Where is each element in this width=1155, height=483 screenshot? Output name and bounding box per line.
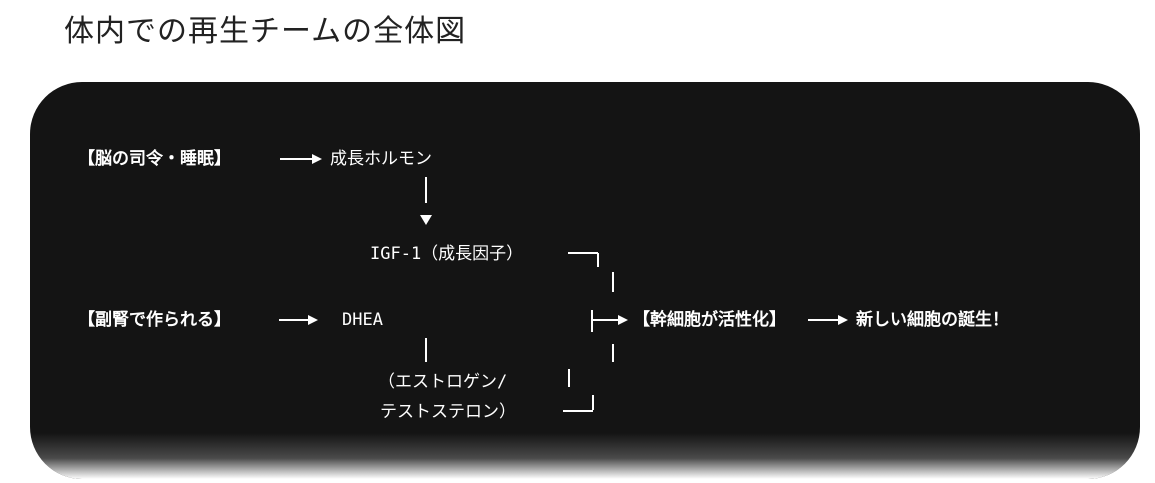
node-testosterone: テストステロン） [380,402,516,422]
arrowhead-brain [312,154,322,164]
arrowhead-adrenal [308,315,318,325]
node-adrenal: 【副腎で作られる】 [78,310,231,330]
node-brain-command: 【脳の司令・睡眠】 [78,149,231,169]
node-stem-cell: 【幹細胞が活性化】 [633,310,786,330]
node-new-cell: 新しい細胞の誕生！ [856,310,1009,330]
arrowhead-new-cell [838,315,848,325]
node-igf-1: IGF-1（成長因子） [370,244,524,264]
node-growth-hormone: 成長ホルモン [330,149,432,169]
page-title: 体内での再生チームの全体図 [64,14,467,49]
node-estrogen: （エストロゲン/ [378,372,508,392]
diagram-card: 【脳の司令・睡眠】 成長ホルモン IGF-1（成長因子） 【副腎で作られる】 D… [30,82,1140,479]
node-dhea: DHEA [342,310,383,330]
arrowhead-stem-cell [618,315,628,325]
arrowhead-down-igf [420,215,432,225]
connector-lines [279,154,848,412]
